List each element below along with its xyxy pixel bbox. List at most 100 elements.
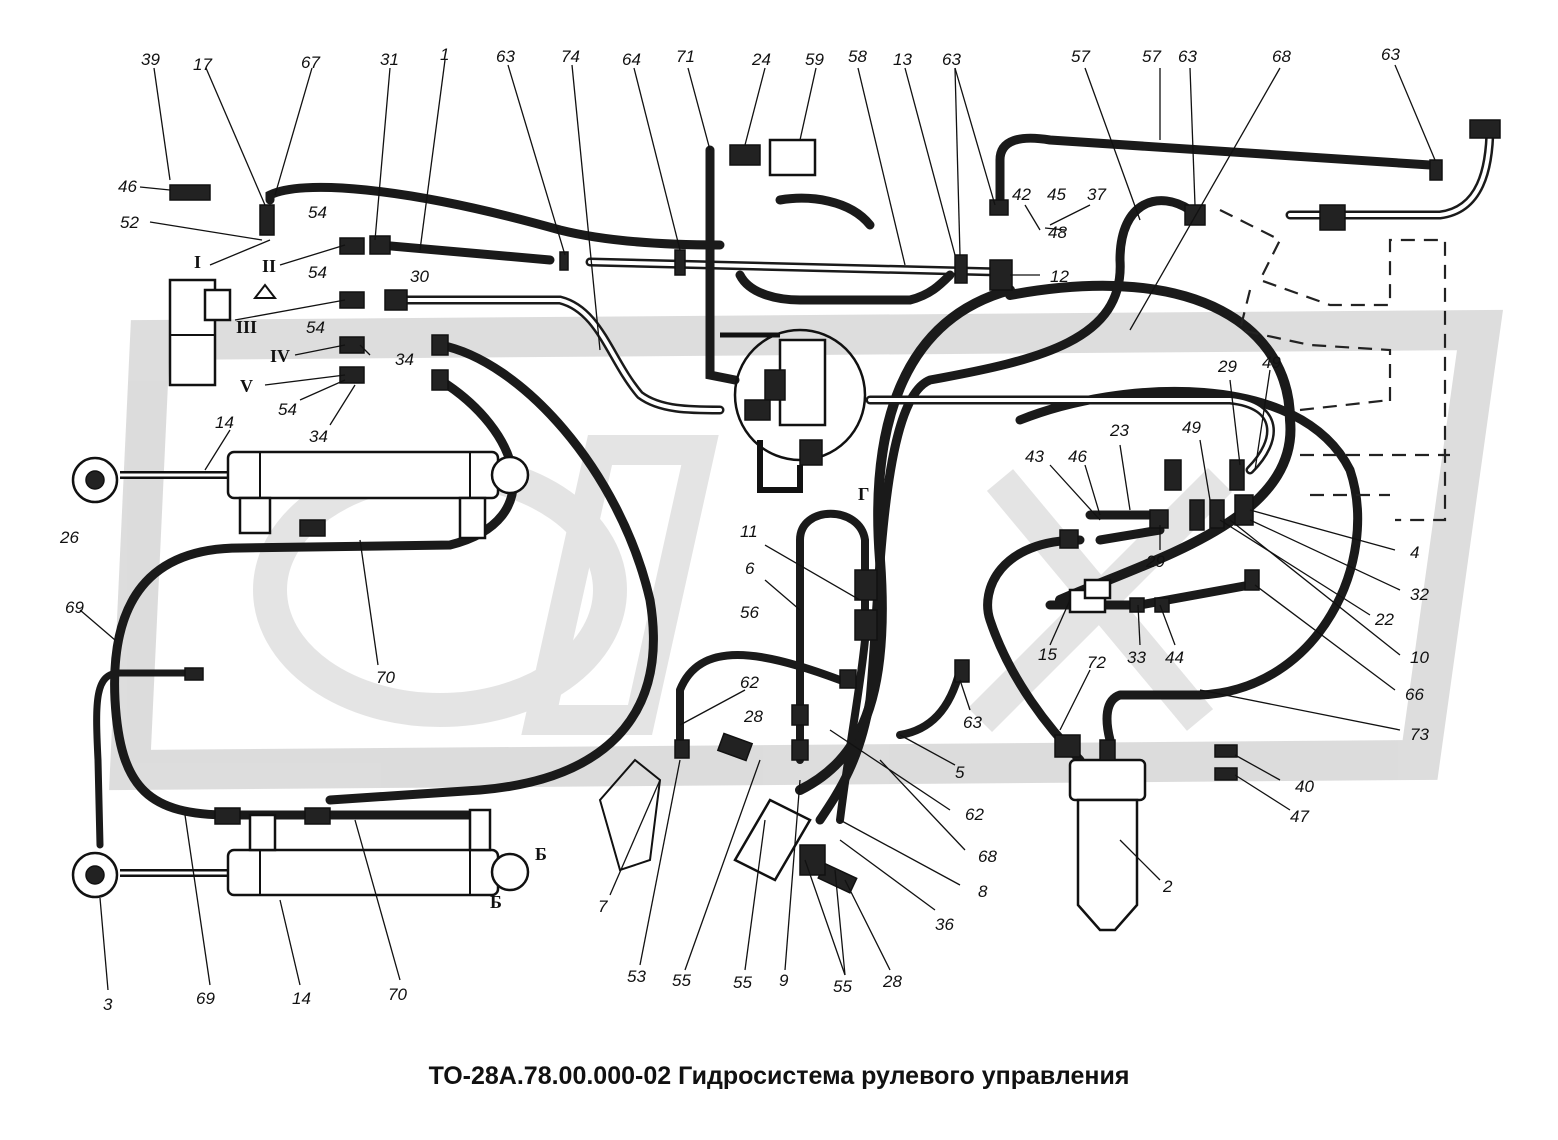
callout: 34: [309, 427, 328, 446]
callout: 55: [672, 971, 691, 990]
callout: 29: [1217, 357, 1237, 376]
callout: 62: [740, 673, 759, 692]
callout: 63: [942, 50, 961, 69]
callout: 8: [978, 882, 988, 901]
callout: 46: [118, 177, 137, 196]
callout: 64: [622, 50, 641, 69]
roman-marks: I II III IV V: [194, 252, 290, 396]
callout: 1: [440, 45, 449, 64]
callout: 33: [1127, 648, 1146, 667]
callout: 73: [1410, 725, 1429, 744]
callout: 68: [978, 847, 997, 866]
callout: 9: [779, 971, 789, 990]
callout: 63: [1381, 45, 1400, 64]
roman-mark-1: I: [194, 252, 201, 272]
callout: 52: [120, 213, 139, 232]
callout: 31: [380, 50, 399, 69]
callout: 54: [278, 400, 297, 419]
callout: 17: [193, 55, 212, 74]
callout-numbers: 39 17 67 31 1 63 74 64 71 24 59 58 13 63…: [59, 45, 1429, 1014]
valve-block: [598, 732, 858, 894]
callout: 43: [1025, 447, 1044, 466]
callout: 29: [1145, 552, 1165, 571]
callout: 5: [955, 763, 965, 782]
roman-mark-4: IV: [270, 346, 290, 366]
view-label-b-lower: Б: [490, 892, 502, 912]
callout: 45: [1047, 185, 1066, 204]
roman-mark-2: II: [262, 256, 276, 276]
callout: 46: [1068, 447, 1087, 466]
callout: 54: [308, 263, 327, 282]
callout: 24: [751, 50, 771, 69]
view-labels: Г Б Б: [490, 484, 869, 912]
control-valve-unit: [720, 328, 867, 493]
roman-mark-5: V: [240, 376, 253, 396]
view-label-b-upper: Б: [535, 844, 547, 864]
diagram-caption: ТО-28А.78.00.000-02 Гидросистема рулевог…: [428, 1062, 1130, 1090]
callout: 63: [496, 47, 515, 66]
callout: 67: [301, 53, 320, 72]
distributor-block-left: [168, 278, 278, 387]
callout: 28: [743, 707, 763, 726]
callout: 53: [627, 967, 646, 986]
callout: 58: [848, 47, 867, 66]
hydraulic-cylinder-lower: [71, 808, 530, 899]
callout: 30: [410, 267, 429, 286]
callout: 11: [740, 522, 758, 541]
leader-lines: [79, 59, 1436, 991]
callout: 68: [1272, 47, 1291, 66]
callout: 55: [733, 973, 752, 992]
callout: 49: [1182, 418, 1201, 437]
callout: 14: [215, 413, 234, 432]
callout: 69: [196, 989, 215, 1008]
callout: 36: [935, 915, 954, 934]
callout: 63: [963, 713, 982, 732]
callout: 57: [1071, 47, 1090, 66]
callout: 70: [376, 668, 395, 687]
callout: 22: [1374, 610, 1394, 629]
callout: 12: [1050, 267, 1069, 286]
callout: 71: [676, 47, 695, 66]
callout: 72: [1087, 653, 1106, 672]
callout: 7: [598, 897, 608, 916]
callout: 70: [388, 985, 407, 1004]
callout: 63: [1178, 47, 1197, 66]
callout: 74: [561, 47, 580, 66]
callout: 48: [1048, 223, 1067, 242]
callout: 28: [882, 972, 902, 991]
callout: 13: [893, 50, 912, 69]
callout: 57: [1142, 47, 1161, 66]
callout: 66: [1405, 685, 1424, 704]
roman-mark-3: III: [236, 317, 257, 337]
dashed-frame: [1219, 209, 1450, 522]
callout: 14: [292, 989, 311, 1008]
callout: 69: [65, 598, 84, 617]
callout: 54: [308, 203, 327, 222]
callout: 10: [1410, 648, 1429, 667]
callout: 49: [1262, 353, 1281, 372]
callout: 6: [745, 559, 755, 578]
oil-filter: [1068, 739, 1147, 932]
callout: 37: [1087, 185, 1106, 204]
callout: 15: [1038, 645, 1057, 664]
hydraulic-steering-diagram: I II III IV V Г Б Б 39 17 67 31 1 63 74 …: [59, 45, 1504, 1014]
hoses: [93, 133, 1435, 849]
callout: 40: [1295, 777, 1314, 796]
callout: 2: [1162, 877, 1173, 896]
callout: 47: [1290, 807, 1309, 826]
view-label-g: Г: [858, 484, 869, 504]
callout: 56: [740, 603, 759, 622]
callout: 44: [1165, 648, 1184, 667]
callout: 54: [306, 318, 325, 337]
callout: 39: [141, 50, 160, 69]
hydraulic-cylinder-upper: [71, 450, 530, 540]
callout: 34: [395, 350, 414, 369]
callout: 32: [1410, 585, 1429, 604]
callout: 55: [833, 977, 852, 996]
callout: 23: [1109, 421, 1129, 440]
callout: 59: [805, 50, 824, 69]
callout: 42: [1012, 185, 1031, 204]
callout: 4: [1410, 543, 1419, 562]
callout: 62: [965, 805, 984, 824]
callout: 26: [59, 528, 79, 547]
